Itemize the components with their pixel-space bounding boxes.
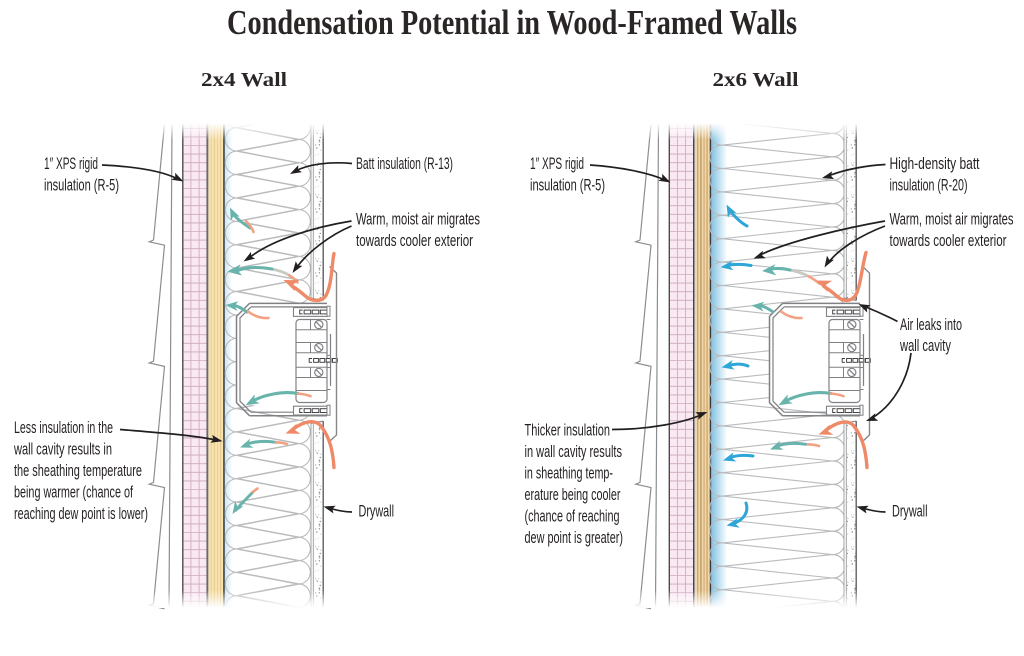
svg-text:Condensation Potential in Wood: Condensation Potential in Wood-Framed Wa… [227,3,797,42]
svg-text:Warm, moist air migrates: Warm, moist air migrates [356,210,480,229]
svg-text:1″ XPS rigid: 1″ XPS rigid [44,154,98,173]
svg-text:reaching dew point is lower): reaching dew point is lower) [14,504,148,523]
svg-text:Air leaks into: Air leaks into [900,315,962,334]
svg-text:in wall cavity results: in wall cavity results [525,442,623,461]
svg-text:towards cooler exterior: towards cooler exterior [356,231,473,250]
svg-text:in sheathing temp-: in sheathing temp- [525,464,614,483]
svg-text:2x6 Wall: 2x6 Wall [713,69,800,91]
svg-text:1″ XPS rigid: 1″ XPS rigid [530,154,584,173]
svg-text:Less insulation in the: Less insulation in the [14,418,113,437]
svg-text:being warmer (chance of: being warmer (chance of [14,483,133,502]
svg-text:2x4 Wall: 2x4 Wall [201,69,288,91]
svg-text:Warm, moist air migrates: Warm, moist air migrates [890,210,1014,229]
svg-text:erature being cooler: erature being cooler [525,485,621,504]
svg-text:(chance of reaching: (chance of reaching [525,507,620,526]
svg-text:Batt insulation (R-13): Batt insulation (R-13) [356,154,453,173]
svg-text:insulation (R-5): insulation (R-5) [44,176,119,195]
svg-text:wall cavity: wall cavity [899,336,951,355]
svg-text:Drywall: Drywall [892,502,928,521]
svg-text:Thicker insulation: Thicker insulation [525,421,611,440]
svg-text:Drywall: Drywall [359,502,395,521]
svg-text:dew point is greater): dew point is greater) [525,528,624,547]
svg-text:insulation (R-5): insulation (R-5) [530,176,605,195]
svg-text:wall cavity results in: wall cavity results in [13,440,112,459]
svg-text:High-density batt: High-density batt [890,154,980,173]
svg-text:the sheathing temperature: the sheathing temperature [14,461,142,480]
svg-text:towards cooler exterior: towards cooler exterior [890,231,1007,250]
svg-text:insulation (R-20): insulation (R-20) [890,176,968,195]
